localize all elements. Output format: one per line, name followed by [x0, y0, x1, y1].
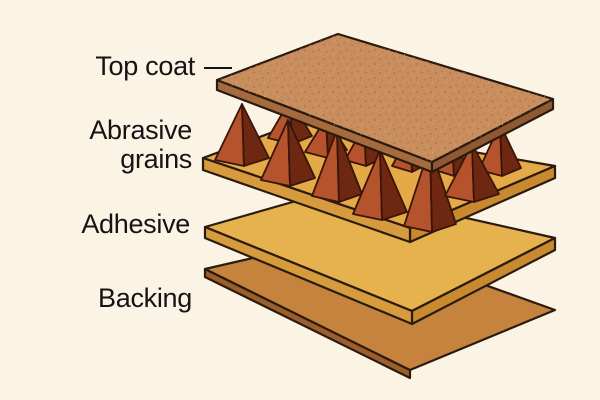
adhesive-side-edge: [203, 225, 414, 326]
abrasive-grain: [444, 143, 500, 203]
grain-face-shadow: [336, 129, 363, 203]
top-coat-layer: [215, 32, 555, 174]
abrasive-grain: [214, 103, 270, 167]
label-backing: Backing: [98, 283, 192, 313]
label-top-coat: Top coat: [95, 51, 195, 81]
grain-face-lit: [214, 103, 245, 167]
label-abrasive-grains: Abrasive grains: [89, 115, 192, 175]
grain-face-shadow: [499, 123, 522, 177]
abrasive-grain: [260, 119, 316, 187]
grain-face-shadow: [287, 119, 316, 187]
label-adhesive: Adhesive: [81, 209, 190, 239]
label-abrasive-line2: grains: [120, 144, 192, 175]
abrasive-grain: [311, 129, 363, 203]
label-abrasive-line1: Abrasive: [89, 115, 192, 145]
grain-face-shadow: [241, 103, 270, 167]
grain-face-shadow: [379, 149, 408, 221]
grain-face-shadow: [471, 143, 500, 203]
top-coat-texture-overlay: [217, 34, 553, 162]
abrasive-grain: [352, 149, 408, 221]
grain-base-side-edge: [201, 156, 412, 244]
adhesive-layer: [203, 187, 557, 326]
